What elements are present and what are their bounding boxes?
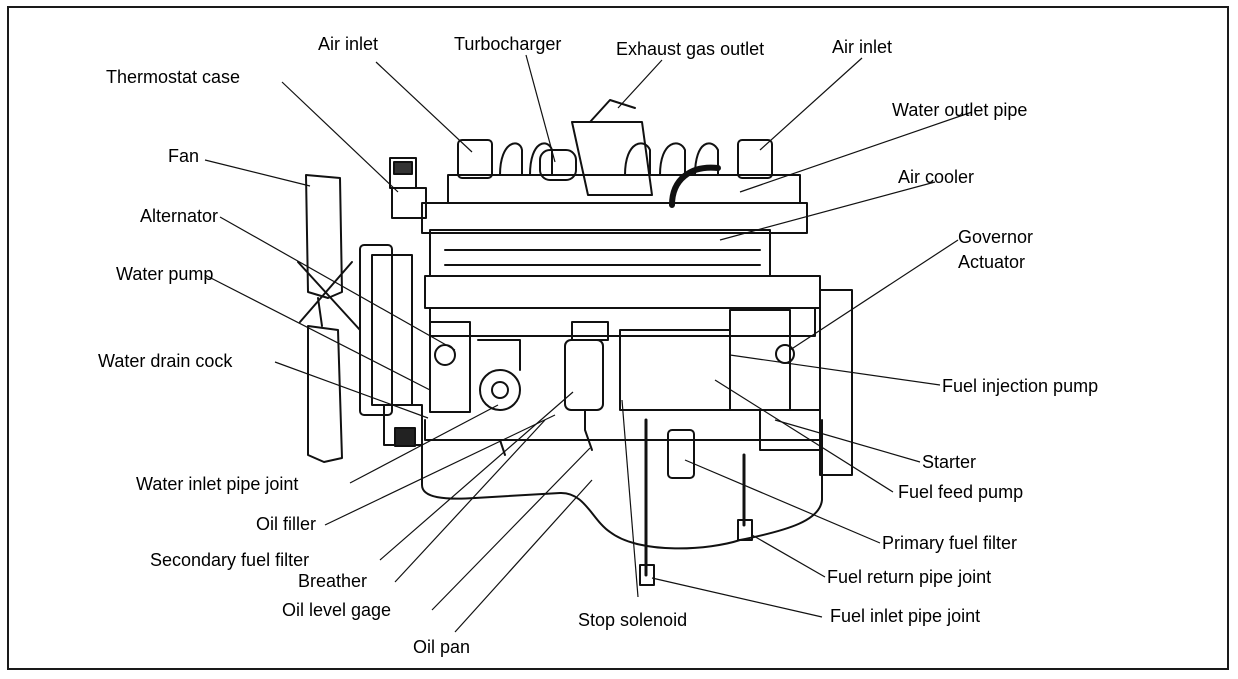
label-oil-filler: Oil filler (256, 514, 317, 534)
fan-blades (297, 174, 361, 463)
label-governor-line2: Actuator (958, 252, 1026, 272)
label-breather: Breather (298, 571, 368, 591)
leader-lines (204, 54, 973, 633)
label-water-pump: Water pump (116, 264, 214, 284)
air-cooler-part (429, 229, 771, 277)
thermostat-part (389, 157, 427, 219)
water-pump-part (477, 339, 521, 411)
label-oil-level-gage: Oil level gage (282, 600, 392, 620)
label-secondary-fuel-filter: Secondary fuel filter (150, 550, 310, 570)
label-starter: Starter (922, 452, 977, 472)
fuel-return-joint (737, 519, 753, 541)
label-water-drain-cock: Water drain cock (98, 351, 233, 371)
front-pulley (359, 244, 423, 447)
label-air-cooler: Air cooler (898, 167, 975, 187)
label-fuel-inlet-pipe-joint: Fuel inlet pipe joint (830, 606, 981, 626)
primary-filter-part (667, 429, 695, 479)
label-water-outlet-pipe: Water outlet pipe (892, 100, 1028, 120)
oil-pan-part (421, 439, 823, 550)
label-alternator: Alternator (140, 206, 219, 226)
fuel-inlet-joint (639, 564, 655, 586)
label-air-inlet-left: Air inlet (318, 34, 379, 54)
label-fuel-feed-pump: Fuel feed pump (898, 482, 1024, 502)
label-governor-line1: Governor (958, 227, 1034, 247)
water-outlet-pipe-part (669, 164, 721, 208)
label-air-inlet-right: Air inlet (832, 37, 893, 57)
label-fan: Fan (168, 146, 200, 166)
label-water-inlet-pipe-joint: Water inlet pipe joint (136, 474, 299, 494)
label-fuel-injection-pump: Fuel injection pump (942, 376, 1099, 396)
top-manifold (421, 139, 808, 234)
label-exhaust-gas-outlet: Exhaust gas outlet (616, 39, 765, 59)
starter-part (759, 289, 853, 476)
label-stop-solenoid: Stop solenoid (578, 610, 688, 630)
label-oil-pan: Oil pan (413, 637, 471, 657)
label-primary-fuel-filter: Primary fuel filter (882, 533, 1018, 553)
exhaust-outlet-part (571, 99, 653, 196)
label-thermostat-case: Thermostat case (106, 67, 241, 87)
label-fuel-return-pipe-joint: Fuel return pipe joint (827, 567, 992, 587)
oil-level-gage-part (584, 409, 593, 451)
diagram-frame (7, 6, 1229, 670)
label-turbocharger: Turbocharger (454, 34, 562, 54)
